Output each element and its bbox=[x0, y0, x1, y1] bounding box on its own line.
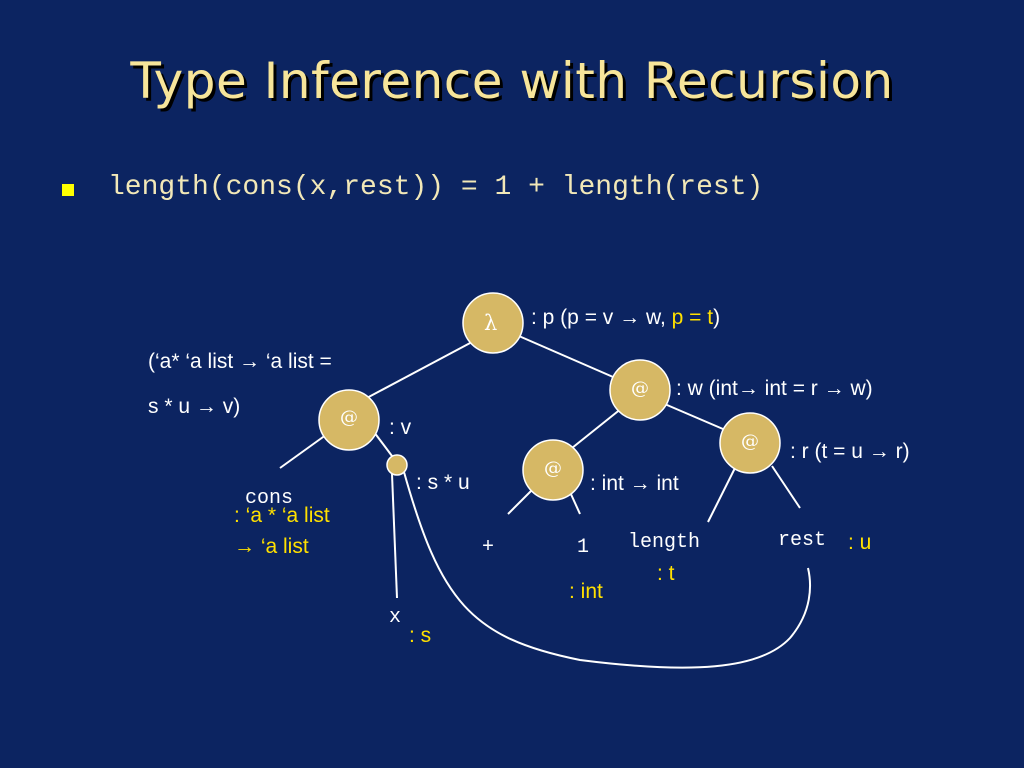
slide-title: Type Inference with Recursion bbox=[130, 52, 894, 110]
leaf-one: 1 bbox=[577, 536, 590, 559]
app-node-3 bbox=[522, 439, 584, 501]
w-annotation: : w (int→ int = r → w) bbox=[676, 377, 873, 400]
edge-lambda-right bbox=[511, 332, 621, 381]
app-symbol-3: @ bbox=[544, 458, 562, 479]
pair-node bbox=[386, 454, 408, 476]
app-symbol-4: @ bbox=[741, 431, 759, 452]
edge-app3-plus bbox=[507, 486, 536, 515]
recursion-link-curve bbox=[403, 471, 811, 669]
edge-app1-cons bbox=[279, 431, 331, 469]
lambda-node bbox=[462, 292, 524, 354]
leaf-length: length bbox=[628, 531, 701, 554]
edge-app4-rest bbox=[771, 465, 801, 509]
cons-type-line-2: → ‘a list bbox=[234, 535, 309, 558]
edge-app2-left bbox=[571, 407, 623, 449]
equation-line-1: (‘a* ‘a list → ‘a list = bbox=[148, 350, 332, 373]
edge-app3-one bbox=[569, 491, 581, 515]
su-annotation: : s * u bbox=[416, 471, 470, 494]
r-annotation: : r (t = u → r) bbox=[790, 440, 910, 463]
equation-line-2: s * u → v) bbox=[148, 395, 241, 418]
bullet-square-icon bbox=[62, 184, 74, 196]
app-node-1 bbox=[318, 389, 380, 451]
x-type-annotation: : s bbox=[409, 624, 432, 647]
v-annotation: : v bbox=[389, 416, 412, 439]
bullet-code-text: length(cons(x,rest)) = 1 + length(rest) bbox=[108, 172, 764, 203]
leaf-x: x bbox=[389, 606, 402, 629]
edge-app4-length bbox=[707, 465, 737, 523]
edge-pair-x bbox=[391, 473, 398, 599]
lambda-symbol: λ bbox=[484, 311, 498, 335]
leaf-rest: rest bbox=[778, 529, 827, 552]
app-node-4 bbox=[719, 412, 781, 474]
edge-app1-arg bbox=[373, 431, 393, 457]
int-int-annotation: : int → int bbox=[590, 472, 679, 495]
edge-app2-right bbox=[659, 401, 731, 433]
leaf-cons: cons bbox=[245, 487, 294, 510]
app-symbol-2: @ bbox=[631, 378, 649, 399]
length-type-annotation: : t bbox=[657, 562, 675, 585]
rest-type-annotation: : u bbox=[848, 531, 872, 554]
app-node-2 bbox=[609, 359, 671, 421]
cons-type-line-1: : ‘a * ‘a list bbox=[234, 504, 330, 527]
one-type-annotation: : int bbox=[569, 580, 603, 603]
app-symbol-1: @ bbox=[340, 407, 358, 428]
root-type-annotation: : p (p = v → w, p = t) bbox=[531, 306, 721, 329]
leaf-plus: + bbox=[482, 536, 495, 559]
